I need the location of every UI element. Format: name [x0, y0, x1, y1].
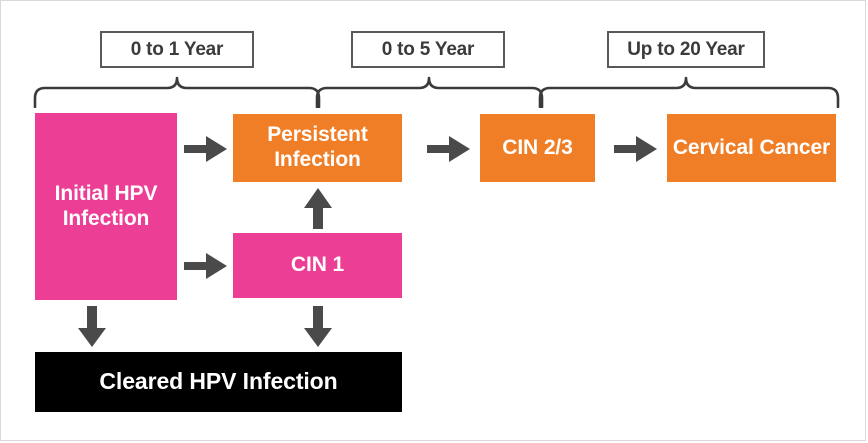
arrow-persistent-to-cin23-icon	[427, 134, 471, 164]
time-label-up-to-20-year: Up to 20 Year	[607, 31, 765, 68]
node-label: Initial HPV Infection	[54, 181, 158, 230]
node-label: Persistent Infection	[267, 123, 368, 171]
node-cleared-hpv-infection: Cleared HPV Infection	[35, 352, 402, 412]
node-cin-1: CIN 1	[233, 233, 402, 298]
time-label-0-to-5-year: 0 to 5 Year	[351, 31, 505, 68]
brace-up-to-20-year	[538, 74, 840, 108]
brace-0-5-year	[315, 74, 544, 108]
arrow-cin1-to-persistent-icon	[303, 188, 333, 230]
arrow-initial-to-persistent-icon	[184, 134, 228, 164]
node-label: CIN 2/3	[502, 135, 573, 159]
node-label: Cleared HPV Infection	[99, 368, 338, 395]
arrow-cin23-to-cervical-cancer-icon	[614, 134, 658, 164]
time-label-text: Up to 20 Year	[627, 38, 745, 60]
brace-0-1-year	[33, 74, 321, 108]
arrow-initial-to-cin1-icon	[184, 251, 228, 281]
node-cin-2-3: CIN 2/3	[480, 114, 595, 182]
arrow-initial-to-cleared-icon	[77, 306, 107, 348]
time-label-0-to-1-year: 0 to 1 Year	[100, 31, 254, 68]
node-label: Cervical Cancer	[672, 135, 831, 159]
time-label-text: 0 to 5 Year	[381, 38, 475, 60]
node-label: CIN 1	[290, 253, 345, 277]
time-label-text: 0 to 1 Year	[130, 38, 224, 60]
node-initial-hpv-infection: Initial HPV Infection	[35, 113, 177, 300]
node-persistent-infection: Persistent Infection	[233, 114, 402, 182]
node-cervical-cancer: Cervical Cancer	[667, 114, 836, 182]
arrow-cin1-to-cleared-icon	[303, 306, 333, 348]
